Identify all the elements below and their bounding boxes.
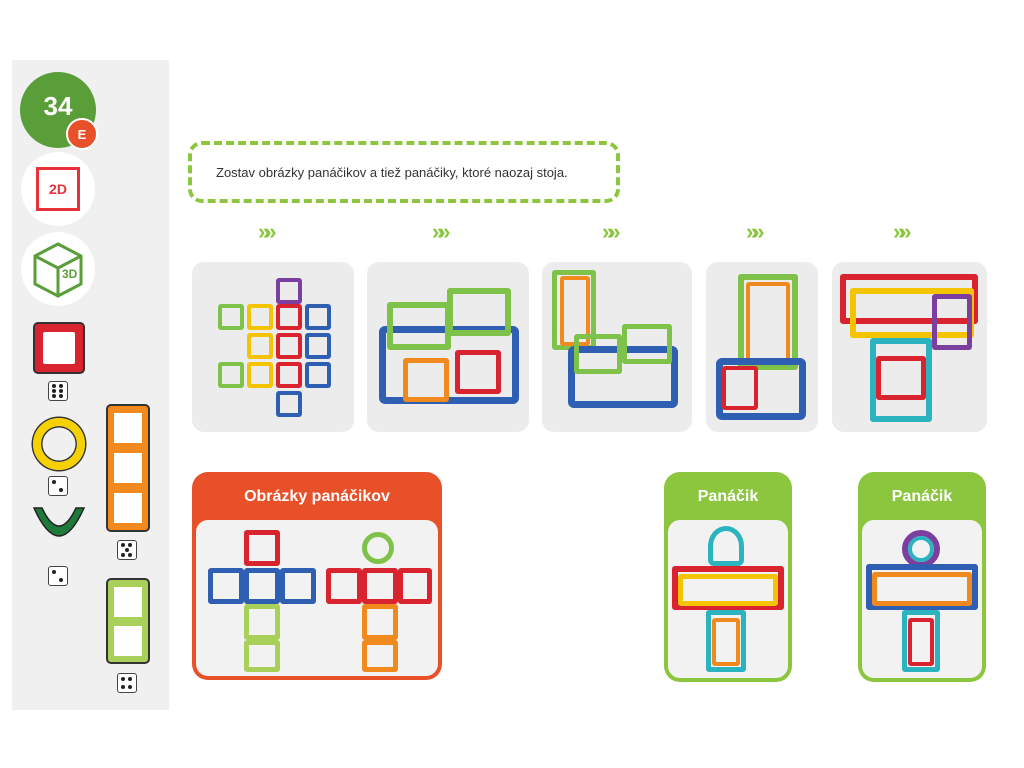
figure-card-1-title: Panáčik (697, 488, 759, 505)
2d-badge: 2D (21, 152, 95, 226)
dice-two-icon-2 (48, 566, 68, 586)
2d-square-icon: 2D (36, 167, 80, 211)
dice-two-icon (48, 476, 68, 496)
step-arrow-icon-1: »» (258, 219, 277, 244)
step-arrow-icon-5: »» (893, 219, 912, 244)
square-piece-icon (33, 322, 85, 374)
3d-cube-icon (33, 242, 83, 298)
3d-label: 3D (62, 267, 78, 281)
instruction-box: Zostav obrázky panáčikov a tiež panáčiky… (188, 141, 620, 203)
figure-card-1: Panáčik (664, 472, 792, 682)
step-arrow-icon-3: »» (602, 219, 621, 244)
double-square-piece-icon (106, 578, 150, 664)
dice-six-icon (48, 381, 68, 401)
step-photo-1 (192, 262, 354, 432)
ring-piece-icon (33, 418, 85, 470)
triple-square-piece-icon (106, 404, 150, 532)
pictures-card-photo (196, 520, 438, 676)
step-arrow-icon-4: »» (746, 219, 765, 244)
dice-five-icon (117, 540, 137, 560)
step-photo-4 (706, 262, 818, 432)
instruction-text: Zostav obrázky panáčikov a tiež panáčiky… (216, 164, 568, 180)
step-photo-3 (542, 262, 692, 432)
step-arrow-icon-2: »» (432, 219, 451, 244)
3d-badge: 3D (21, 232, 95, 306)
step-photo-2 (367, 262, 529, 432)
edition-badge: E (66, 118, 98, 150)
pictures-card: Obrázky panáčikov (192, 472, 442, 680)
figure-card-1-photo (668, 520, 788, 678)
figure-card-2-photo (862, 520, 982, 678)
page-number: 34 (43, 90, 73, 121)
arch-piece-icon (32, 507, 86, 537)
figure-card-2: Panáčik (858, 472, 986, 682)
pictures-card-title: Obrázky panáčikov (244, 488, 390, 505)
step-photo-5 (832, 262, 987, 432)
figure-card-2-title: Panáčik (891, 488, 953, 505)
dice-two-icon-3 (117, 673, 137, 693)
